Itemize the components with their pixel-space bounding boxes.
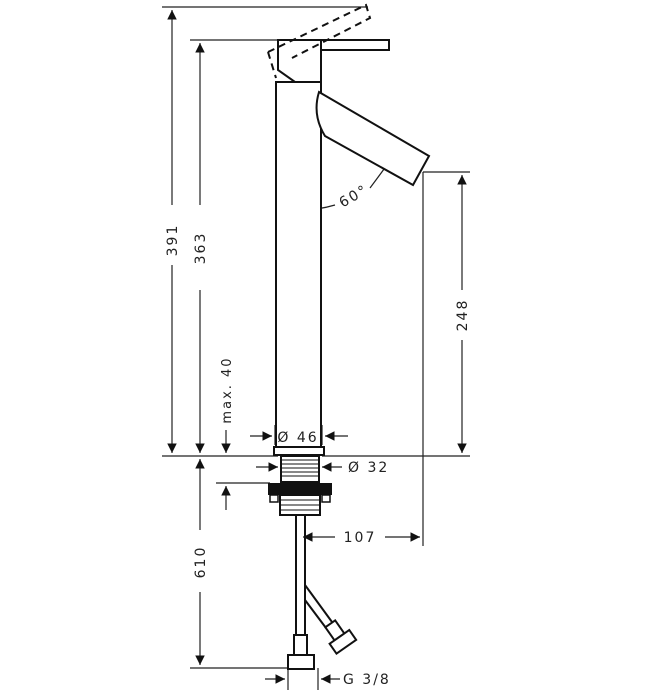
spout-reach-label: 107 bbox=[344, 530, 377, 546]
supply-hoses bbox=[287, 515, 358, 670]
lever-angle-label: 60° bbox=[337, 182, 372, 211]
dimension-lines bbox=[167, 10, 467, 684]
total-height-label: 391 bbox=[165, 224, 181, 257]
connection-thread-label: G 3/8 bbox=[343, 672, 391, 688]
lever-alt-position bbox=[267, 3, 372, 79]
shank-diameter-label: Ø 32 bbox=[348, 460, 389, 476]
spout-height-label: 248 bbox=[455, 299, 471, 332]
body-diameter-label: Ø 46 bbox=[277, 430, 318, 446]
faucet-body bbox=[273, 39, 431, 456]
max-deck-thickness-label: max. 40 bbox=[220, 356, 235, 423]
threaded-shank bbox=[268, 455, 332, 516]
body-height-label: 363 bbox=[193, 232, 209, 265]
hose-length-label: 610 bbox=[193, 546, 209, 579]
